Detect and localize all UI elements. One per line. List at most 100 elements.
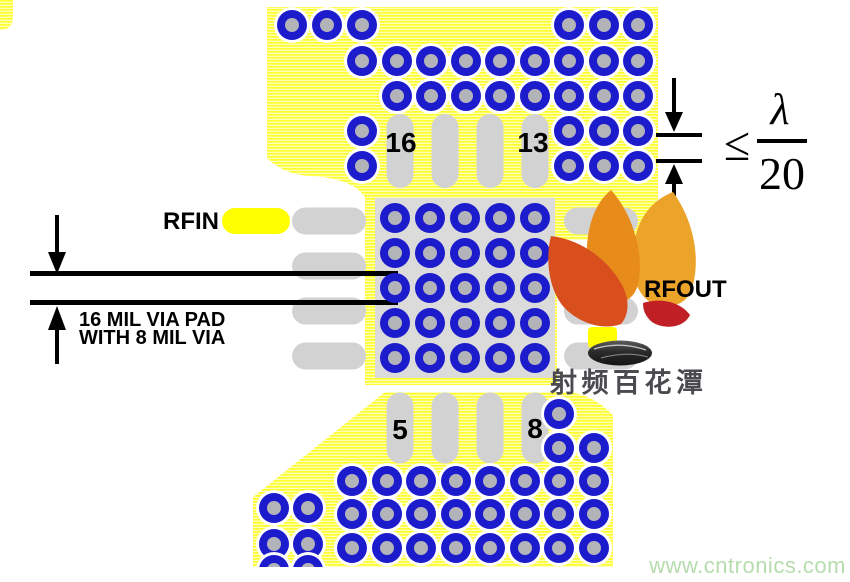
- via-hole: [493, 211, 507, 225]
- via-hole: [631, 159, 645, 173]
- via-hole: [562, 54, 576, 68]
- pin-label-8: 8: [527, 413, 543, 444]
- formula-denominator: 20: [759, 148, 805, 199]
- ic-pad: [476, 392, 504, 464]
- via-array-top: [274, 7, 656, 184]
- formula-leq: ≤: [724, 118, 750, 171]
- via-hole: [528, 316, 542, 330]
- logo-inkstone-highlight-2: [600, 353, 649, 359]
- via-hole: [631, 89, 645, 103]
- rfin-label: RFIN: [163, 208, 219, 235]
- via-hole: [423, 281, 437, 295]
- via-hole: [493, 281, 507, 295]
- via-hole: [483, 507, 497, 521]
- left-dim-arrowhead-down: [48, 252, 66, 274]
- via-hole: [388, 351, 402, 365]
- via-hole: [355, 124, 369, 138]
- via-hole: [528, 89, 542, 103]
- via-hole: [267, 501, 281, 515]
- via-hole: [380, 507, 394, 521]
- via-hole: [423, 316, 437, 330]
- via-array-center-grid: [380, 203, 550, 373]
- trace-upper-line: [30, 271, 398, 276]
- left-dim-arrowhead-up: [48, 306, 66, 330]
- via-hole: [562, 18, 576, 32]
- ic-pad: [521, 114, 549, 188]
- via-note-line2: WITH 8 MIL VIA: [79, 327, 225, 349]
- logo-petal-red: [548, 236, 628, 327]
- via-hole: [483, 474, 497, 488]
- via-hole: [388, 281, 402, 295]
- via-hole: [267, 563, 281, 567]
- via-hole: [345, 541, 359, 555]
- fraction-bar: [757, 139, 807, 143]
- via-hole: [493, 89, 507, 103]
- right-dim-arrowhead-down: [665, 112, 683, 132]
- via-hole: [483, 541, 497, 555]
- left-dim-arrow-shaft-bottom: [55, 330, 59, 364]
- via-hole: [597, 159, 611, 173]
- via-hole: [267, 537, 281, 551]
- via-hole: [414, 541, 428, 555]
- via-hole: [458, 211, 472, 225]
- right-dim-tick-lower: [656, 159, 702, 163]
- via-hole: [301, 563, 315, 567]
- watermark-logo: [548, 190, 696, 366]
- via-hole: [587, 474, 601, 488]
- via-array-bottom: [256, 396, 612, 567]
- via-ring: [293, 555, 323, 567]
- ic-pad: [476, 114, 504, 188]
- via-note-line1: 16 MIL VIA PAD: [79, 309, 225, 331]
- via-hole: [518, 541, 532, 555]
- ic-pad: [431, 114, 459, 188]
- via-stitching-layer: [256, 7, 656, 567]
- left-dim-arrow-shaft-top: [55, 215, 59, 253]
- via-hole: [552, 474, 566, 488]
- trace-lower-line: [30, 300, 398, 305]
- via-hole: [355, 159, 369, 173]
- via-hole: [390, 89, 404, 103]
- via-hole: [562, 89, 576, 103]
- text-layer: RFIN RFOUT 16 MIL VIA PAD WITH 8 MIL VIA…: [79, 85, 846, 578]
- via-hole: [518, 507, 532, 521]
- via-hole: [414, 474, 428, 488]
- ic-pad: [386, 114, 414, 188]
- ic-pad: [292, 207, 366, 235]
- via-hole: [597, 124, 611, 138]
- via-hole: [528, 351, 542, 365]
- via-hole: [459, 89, 473, 103]
- logo-petal-comma: [643, 300, 690, 327]
- ic-pad: [292, 342, 366, 370]
- via-hole: [597, 18, 611, 32]
- rfin-trace-pad: [222, 208, 290, 234]
- via-hole: [458, 246, 472, 260]
- via-hole: [449, 474, 463, 488]
- via-hole: [345, 507, 359, 521]
- via-hole: [301, 501, 315, 515]
- pin-label-16: 16: [385, 127, 416, 158]
- right-dim-tick-upper: [656, 133, 702, 137]
- via-hole: [528, 246, 542, 260]
- via-hole: [301, 537, 315, 551]
- via-hole: [388, 316, 402, 330]
- via-hole: [388, 211, 402, 225]
- via-hole: [390, 54, 404, 68]
- via-hole: [458, 281, 472, 295]
- via-hole: [355, 18, 369, 32]
- via-hole: [493, 351, 507, 365]
- via-hole: [631, 18, 645, 32]
- via-hole: [587, 507, 601, 521]
- via-hole: [449, 541, 463, 555]
- rfout-label: RFOUT: [644, 276, 727, 303]
- ic-pad: [431, 392, 459, 464]
- via-hole: [449, 507, 463, 521]
- via-hole: [528, 281, 542, 295]
- watermark-logo-text: 射频百花潭: [549, 368, 708, 399]
- via-hole: [552, 541, 566, 555]
- via-hole: [552, 441, 566, 455]
- right-dim-arrowhead-up: [665, 164, 683, 184]
- via-hole: [380, 541, 394, 555]
- via-hole: [528, 211, 542, 225]
- via-hole: [423, 351, 437, 365]
